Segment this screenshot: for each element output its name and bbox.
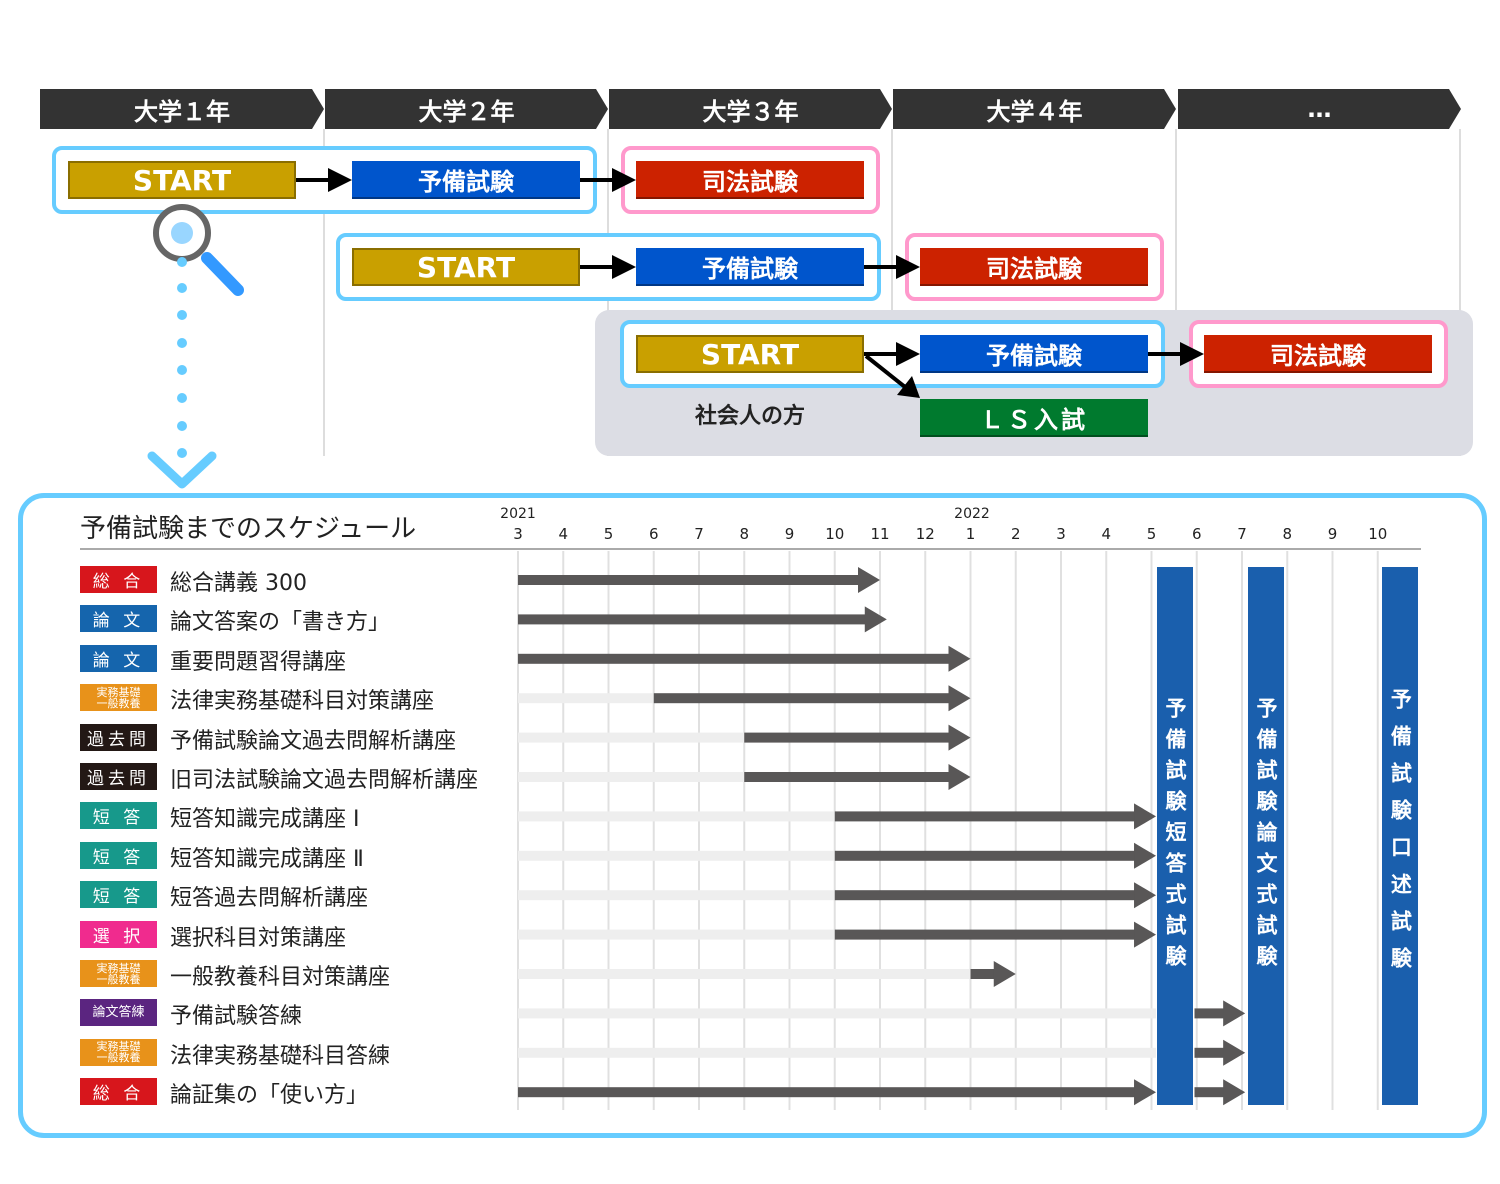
yobi-block: 予備試験 — [352, 161, 580, 199]
shiho-block: 司法試験 — [1204, 335, 1432, 373]
month-label: 10 — [1368, 525, 1388, 543]
year-header-1: 大学１年 — [40, 89, 324, 129]
course-tag-line: 一般教養 — [96, 696, 141, 710]
chevron-down-icon — [147, 451, 217, 489]
course-tag: 論文答練 — [80, 999, 157, 1027]
course-name: 法律実務基礎科目対策講座 — [170, 689, 435, 715]
arrow — [864, 342, 920, 366]
dotted-connector — [177, 257, 187, 458]
arrow-diagonal — [864, 354, 920, 398]
divider — [1459, 129, 1461, 456]
arrow — [580, 168, 636, 192]
course-name: 予備試験答練 — [170, 1004, 303, 1030]
month-label: 7 — [1237, 525, 1247, 543]
yobi-block: 予備試験 — [636, 248, 864, 286]
month-label: 8 — [739, 525, 750, 543]
course-name: 法律実務基礎科目答練 — [170, 1043, 391, 1069]
course-tag-line: 実務基礎 — [96, 961, 141, 975]
course-name: 総合講義 300 — [170, 571, 307, 596]
course-name: 旧司法試験論文過去問解析講座 — [170, 768, 479, 793]
course-name: 重要問題習得講座 — [170, 649, 347, 675]
course-tag: 論 文 — [80, 644, 157, 672]
schedule-title: 予備試験までのスケジュール — [80, 514, 417, 544]
course-tag: 総 合 — [80, 566, 157, 593]
course-tag: 実務基礎一般教養 — [80, 1038, 157, 1066]
month-label: 6 — [648, 525, 659, 543]
arrow — [296, 168, 352, 192]
course-name: 選択科目対策講座 — [170, 925, 347, 951]
course-tag: 短 答 — [80, 881, 157, 909]
month-label: 10 — [825, 525, 845, 543]
year-header-more: … — [1178, 89, 1461, 129]
month-label: 5 — [1146, 525, 1157, 543]
month-label: 11 — [870, 525, 890, 543]
divider — [323, 129, 325, 456]
start-block: START — [352, 248, 580, 286]
shiho-block: 司法試験 — [636, 161, 864, 199]
year-header-4: 大学４年 — [893, 89, 1176, 129]
course-tag: 実務基礎一般教養 — [80, 684, 157, 712]
month-label: 7 — [694, 525, 704, 543]
exam-bar: 予備試験短答式試験 — [1156, 567, 1194, 1105]
shiho-block: 司法試験 — [920, 248, 1148, 286]
course-name: 予備試験論文過去問解析講座 — [170, 728, 457, 754]
month-label: 9 — [784, 525, 795, 543]
course-tag: 総 合 — [80, 1078, 157, 1106]
month-label: 8 — [1282, 525, 1293, 543]
month-label: 2 — [1010, 525, 1021, 543]
year-label-2021: 2021 — [500, 506, 536, 522]
arrow — [864, 255, 920, 279]
month-label: 12 — [915, 525, 935, 543]
month-label: 6 — [1191, 525, 1202, 543]
start-block: START — [636, 335, 864, 373]
month-label: 4 — [558, 525, 569, 543]
arrow — [1148, 342, 1204, 366]
year-label-2022: 2022 — [954, 506, 990, 522]
course-name: 論証集の「使い方」 — [170, 1083, 369, 1109]
month-label: 1 — [965, 525, 976, 543]
schedule-panel — [18, 493, 1487, 1138]
exam-bar: 予備試験口述試験 — [1382, 567, 1419, 1105]
year-header-3: 大学３年 — [609, 89, 892, 129]
month-label: 3 — [513, 525, 523, 543]
course-tag: 過去問 — [80, 723, 157, 751]
course-tag: 短 答 — [80, 841, 157, 869]
course-tag: 実務基礎一般教養 — [80, 960, 157, 987]
course-tag: 短 答 — [80, 802, 157, 830]
month-label: 3 — [1056, 525, 1066, 543]
course-tag: 過去問 — [80, 763, 157, 790]
course-tag-line: 一般教養 — [96, 1051, 141, 1065]
ls-exam-block: ＬＳ入試 — [920, 399, 1148, 437]
magnifier-icon — [153, 204, 244, 296]
month-label: 9 — [1327, 525, 1338, 543]
course-tag-line: 実務基礎 — [96, 1040, 141, 1054]
month-label: 5 — [603, 525, 614, 543]
yobi-block: 予備試験 — [920, 335, 1148, 373]
divider — [1175, 129, 1177, 456]
arrow — [580, 255, 636, 279]
course-tag: 論 文 — [80, 605, 157, 633]
start-block: START — [68, 161, 296, 199]
course-name: 論文答案の「書き方」 — [170, 610, 391, 636]
course-name: 短答過去問解析講座 — [170, 886, 369, 912]
divider — [891, 129, 893, 456]
exam-bar: 予備試験論文式試験 — [1247, 567, 1285, 1105]
month-label: 4 — [1101, 525, 1112, 543]
course-name: 短答知識完成講座 Ⅰ — [170, 807, 360, 833]
course-tag: 選 択 — [80, 920, 157, 948]
course-tag-line: 実務基礎 — [96, 685, 141, 699]
course-tag-line: 一般教養 — [96, 972, 141, 986]
course-name: 短答知識完成講座 Ⅱ — [170, 846, 364, 872]
working-adult-label: 社会人の方 — [694, 404, 805, 429]
year-header-2: 大学２年 — [325, 89, 608, 129]
course-name: 一般教養科目対策講座 — [170, 965, 391, 990]
